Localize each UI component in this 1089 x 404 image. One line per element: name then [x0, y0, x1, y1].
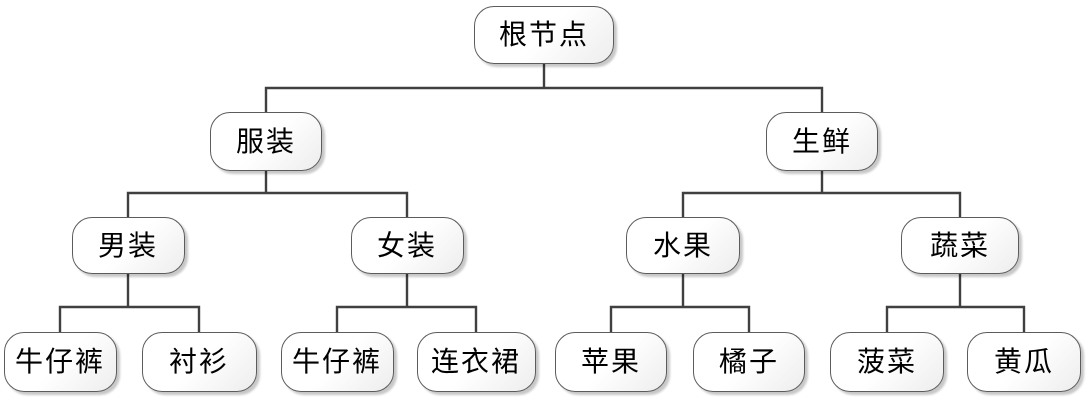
node-label-womenswear: 女装 [376, 228, 437, 262]
tree-node-jeans-men[interactable]: 牛仔裤 [3, 332, 117, 392]
edge-vegetables [885, 274, 1026, 332]
tree-node-orange[interactable]: 橘子 [693, 332, 805, 392]
node-label-cucumber: 黄瓜 [993, 345, 1054, 378]
node-label-dress: 连衣裙 [430, 345, 521, 378]
edge-womenswear [335, 274, 478, 332]
node-label-jeans-women: 牛仔裤 [291, 345, 382, 378]
tree-node-apple[interactable]: 苹果 [555, 332, 667, 392]
node-label-fruits: 水果 [652, 228, 713, 262]
edge-fresh [681, 171, 962, 217]
node-label-clothing: 服装 [235, 124, 296, 158]
tree-node-menswear[interactable]: 男装 [71, 217, 185, 274]
tree-node-shirt[interactable]: 衬衫 [141, 332, 257, 392]
edge-fruits [609, 274, 751, 332]
tree-node-womenswear[interactable]: 女装 [350, 217, 464, 274]
node-label-vegetables: 蔬菜 [929, 228, 990, 262]
node-label-jeans-men: 牛仔裤 [14, 345, 105, 378]
tree-node-fruits[interactable]: 水果 [626, 217, 740, 274]
tree-node-vegetables[interactable]: 蔬菜 [901, 217, 1019, 274]
tree-node-fresh[interactable]: 生鲜 [766, 112, 878, 171]
tree-node-root[interactable]: 根节点 [474, 6, 614, 64]
tree-node-jeans-women[interactable]: 牛仔裤 [280, 332, 394, 392]
tree-node-cucumber[interactable]: 黄瓜 [967, 332, 1081, 392]
node-label-apple: 苹果 [580, 345, 641, 378]
tree-node-dress[interactable]: 连衣裙 [416, 332, 536, 392]
tree-node-spinach[interactable]: 菠菜 [830, 332, 944, 392]
node-label-menswear: 男装 [97, 228, 158, 262]
tree-node-clothing[interactable]: 服装 [210, 112, 322, 171]
node-label-fresh: 生鲜 [791, 124, 852, 158]
edge-menswear [58, 274, 201, 332]
edge-root [264, 64, 824, 112]
node-label-orange: 橘子 [718, 345, 779, 378]
edge-clothing [126, 171, 409, 217]
node-label-root: 根节点 [498, 18, 589, 51]
node-label-spinach: 菠菜 [856, 345, 917, 378]
node-label-shirt: 衬衫 [168, 345, 229, 378]
